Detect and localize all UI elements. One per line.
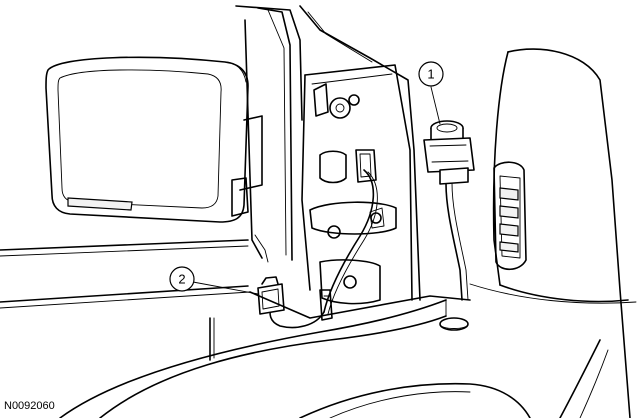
figure-id: N0092060: [4, 400, 55, 412]
door-pillar: [235, 5, 421, 301]
callout-1: 1: [418, 61, 444, 125]
side-mirror: [45, 56, 263, 223]
callout-2-leader: [192, 281, 259, 295]
callout-1-circle: [418, 61, 444, 87]
connector-2: [257, 276, 285, 315]
callout-2-circle: [169, 266, 195, 292]
component-1: [423, 120, 475, 301]
door-inner-panel: [301, 64, 413, 305]
callout-2: 2: [169, 266, 259, 295]
door-sill: [0, 239, 609, 418]
callout-1-leader: [430, 86, 441, 125]
callout-1-label: 1: [427, 67, 434, 82]
callout-2-label: 2: [178, 272, 185, 287]
quarter-panel: [469, 48, 637, 418]
